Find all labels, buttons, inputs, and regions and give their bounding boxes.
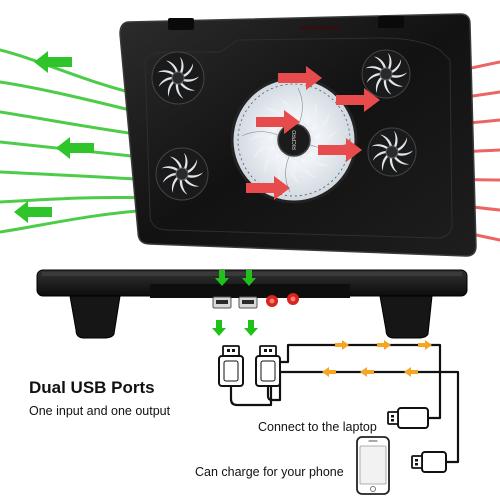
orange-arrow-icon — [404, 367, 418, 377]
charge-phone-label: Can charge for your phone — [195, 465, 344, 479]
headline: Dual USB Ports — [29, 378, 155, 397]
cable-phone — [266, 370, 460, 464]
rubber-stopper-left — [168, 18, 194, 30]
orange-arrow-icon — [377, 340, 391, 350]
brand-label: RICPRO — [292, 130, 298, 150]
orange-arrow-icon — [418, 340, 432, 350]
usb-plug-icon — [255, 345, 281, 387]
right-stand — [379, 295, 433, 339]
power-button-icon — [287, 293, 299, 305]
usb-port-icon — [238, 296, 258, 309]
green-arrow-icon — [14, 201, 52, 223]
orange-arrow-icon — [360, 367, 374, 377]
usb-plug-icon — [411, 451, 447, 473]
rubber-stopper-right — [378, 16, 404, 28]
fan-icon — [155, 147, 209, 201]
green-down-arrow-icon — [212, 320, 226, 336]
subtitle: One input and one output — [29, 404, 171, 418]
usb-port-icon — [212, 296, 232, 309]
fan-icon — [361, 49, 411, 99]
fan-icon — [151, 51, 205, 105]
cool-airflow-lines — [0, 48, 152, 234]
green-arrow-icon — [56, 137, 94, 159]
green-down-arrow-icon — [244, 320, 258, 336]
phone-icon — [356, 436, 390, 495]
power-button-icon — [266, 295, 278, 307]
usb-plug-icon — [387, 407, 429, 429]
orange-arrow-icon — [335, 340, 349, 350]
fan-icon — [367, 127, 417, 177]
green-arrow-icon — [34, 51, 72, 73]
usb-plug-icon — [218, 345, 244, 387]
connect-laptop-label: Connect to the laptop — [258, 420, 377, 434]
orange-arrow-icon — [322, 367, 336, 377]
left-stand — [69, 295, 121, 339]
